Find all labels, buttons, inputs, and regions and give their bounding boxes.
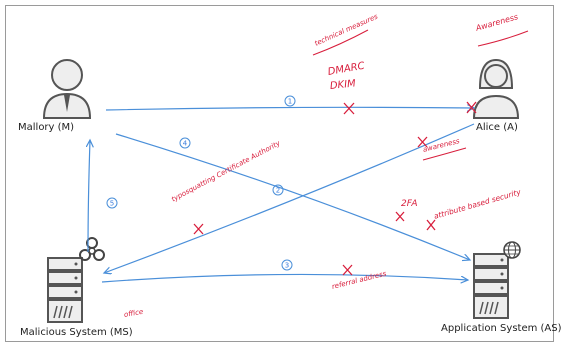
flow-4-marker: 4 [179,137,191,149]
x-mark-flow-4-2fa [395,211,405,222]
flow-1-marker: 1 [284,95,296,107]
flow-5-arrow [88,140,90,253]
underline-awareness-top [477,30,529,47]
malicious-system-label: Malicious System (MS) [20,327,133,338]
flow-3-marker: 3 [281,259,293,271]
annotation-2fa: 2FA [401,199,418,209]
underline-awareness-mid [422,147,467,161]
diagram-frame [5,5,554,342]
x-mark-flow-4-attr [426,219,436,231]
application-system-label: Application System (AS) [441,323,562,334]
malicious-server-icon [47,257,83,323]
flow-3-number: 3 [285,262,289,270]
flow-2-number: 2 [276,187,280,195]
application-server-icon [473,253,509,319]
alice-label: Alice (A) [476,122,518,133]
flow-1-number: 1 [288,98,292,106]
flow-2-marker: 2 [272,184,284,196]
flow-3-arrow [101,273,468,282]
flow-4-arrow [115,133,470,260]
flow-1-arrow [105,107,474,110]
mallory-person-icon [42,59,92,119]
biohazard-icon [79,237,105,261]
globe-icon [503,241,521,259]
flow-5-marker: 5 [106,197,118,209]
flow-2-arrow [104,123,475,273]
x-mark-flow-2-alice [417,136,428,148]
alice-person-icon [472,58,520,119]
x-mark-flow-2-ms [193,223,204,235]
flow-4-number: 4 [183,140,188,148]
flow-5-number: 5 [110,200,114,208]
x-mark-flow-1-center [343,102,355,115]
mallory-label: Mallory (M) [18,122,75,133]
x-mark-flow-1-alice [466,101,477,114]
x-mark-flow-3 [342,264,353,276]
underline-technical-measures [312,29,369,56]
